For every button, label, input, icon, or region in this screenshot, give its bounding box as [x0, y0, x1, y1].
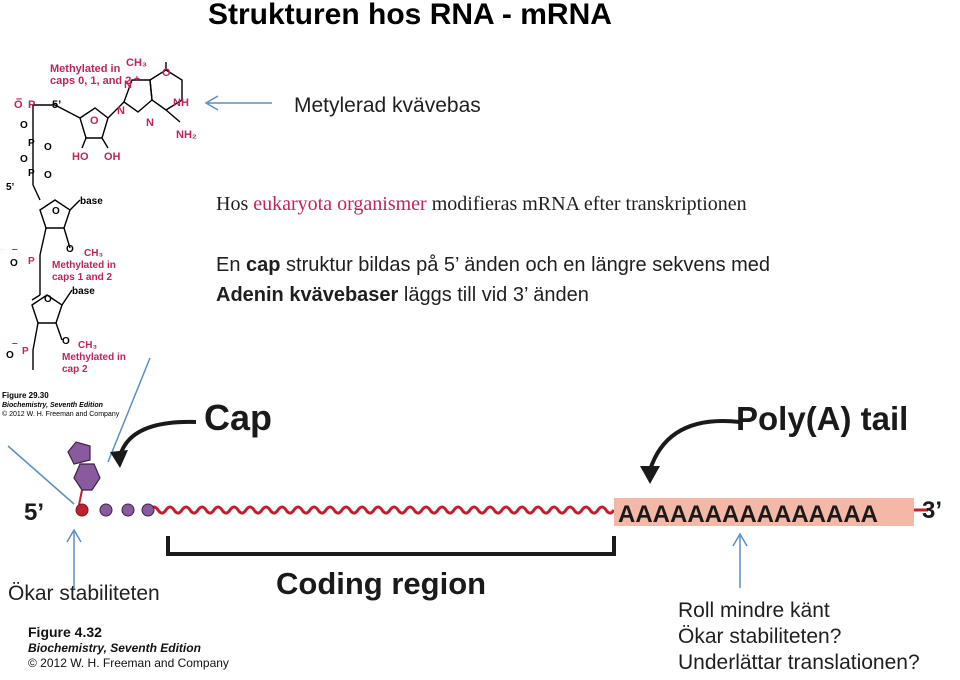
cap-phosphate-4	[141, 503, 155, 517]
intro-post: modifieras mRNA efter transkriptionen	[426, 193, 747, 215]
svg-text:O: O	[6, 350, 14, 361]
cap-phosphate-1	[75, 503, 89, 517]
page-title: Strukturen hos RNA - mRNA	[208, 0, 612, 31]
cap-line-b: struktur bildas på 5’ änden och en längr…	[280, 254, 771, 276]
svg-text:P: P	[28, 99, 35, 111]
n-plus: N	[124, 79, 132, 91]
svg-text:O: O	[20, 154, 28, 165]
svg-text:–: –	[12, 338, 18, 349]
five-prime-b: 5’	[6, 182, 15, 193]
methylated-label-012a: Methylated in	[50, 63, 121, 75]
methylated-label-2b: cap 2	[62, 364, 88, 375]
methylated-label-12b: caps 1 and 2	[52, 272, 112, 283]
o-sugar: O	[90, 115, 99, 127]
oh-label: OH	[104, 151, 121, 163]
mrna-strand	[148, 505, 928, 515]
nh2: NH₂	[176, 129, 197, 141]
svg-text:O: O	[14, 99, 23, 111]
o-top: O	[162, 67, 171, 79]
svg-text:P: P	[28, 168, 35, 179]
intro-line: Hos eukaryota organismer modifieras mRNA…	[216, 193, 747, 216]
svg-text:–: –	[12, 244, 18, 255]
svg-text:–: –	[16, 93, 22, 105]
methylated-label-012b: caps 0, 1, and 2	[50, 75, 131, 87]
three-prime-end: 3’	[922, 497, 942, 524]
cap-guanine-hexagon	[73, 463, 101, 491]
indicator-line-1	[7, 445, 75, 505]
adenine-line: Adenin kvävebaser läggs till vid 3’ ände…	[216, 284, 589, 307]
ch3-top: CH₃	[126, 57, 147, 69]
polya-label: Poly(A) tail	[736, 400, 908, 437]
svg-text:O: O	[44, 170, 52, 181]
nh: NH	[173, 97, 189, 109]
polya-arrow	[648, 419, 741, 471]
intro-highlight: eukaryota organismer	[253, 193, 427, 215]
svg-text:O: O	[52, 206, 60, 217]
figure-top-2: Biochemistry, Seventh Edition	[2, 402, 103, 409]
cap-word: cap	[246, 254, 281, 276]
cap-arrow	[118, 419, 197, 457]
svg-text:P: P	[22, 346, 29, 357]
role-3: Underlättar translationen?	[678, 651, 920, 674]
figure-top-1: Figure 29.30	[2, 391, 49, 400]
cap-label: Cap	[204, 397, 272, 438]
cap-guanine-pentagon	[67, 441, 91, 465]
svg-text:O: O	[44, 142, 52, 153]
polya-sequence: AAAAAAAAAAAAAAA	[618, 501, 878, 528]
ch3-mid: CH₃	[84, 248, 103, 259]
cap-phosphate-2	[99, 503, 113, 517]
cap-line: En cap struktur bildas på 5’ änden och e…	[216, 254, 770, 277]
coding-bracket	[166, 536, 616, 556]
mrna-diagram: AAAAAAAAAAAAAAA Cap Poly(A) tail 5’ 3’ C…	[7, 357, 942, 670]
role-2: Ökar stabiliteten?	[678, 625, 842, 648]
svg-text:P: P	[28, 256, 35, 267]
figure-bottom-3: © 2012 W. H. Freeman and Company	[28, 656, 229, 670]
svg-text:O: O	[62, 336, 70, 347]
figure-bottom-2: Biochemistry, Seventh Edition	[28, 641, 201, 655]
svg-text:O: O	[10, 258, 18, 269]
svg-text:O: O	[44, 294, 52, 305]
svg-text:P: P	[28, 138, 35, 149]
base-label-2: base	[72, 286, 95, 297]
methylated-base-label: Metylerad kvävebas	[294, 94, 481, 117]
arrow-to-base	[204, 95, 272, 111]
cap-phosphate-3	[121, 503, 135, 517]
role-1: Roll mindre känt	[678, 599, 830, 622]
polya-roles: Roll mindre känt Ökar stabiliteten? Unde…	[678, 598, 920, 676]
base-label-1: base	[80, 196, 103, 207]
ho-label: HO	[72, 151, 89, 163]
ch3-low: CH₃	[78, 340, 97, 351]
adenine-rest: läggs till vid 3’ änden	[398, 284, 589, 306]
methylated-label-2a: Methylated in	[62, 352, 126, 363]
svg-text:O: O	[20, 120, 28, 131]
figure-bottom-1: Figure 4.32	[28, 624, 102, 640]
indicator-line-2	[107, 357, 151, 463]
intro-pre: Hos	[216, 193, 254, 215]
five-prime-a: 5’	[52, 99, 61, 111]
adenine-bold: Adenin kvävebaser	[216, 284, 399, 306]
n-ring1: N	[117, 105, 125, 117]
polya-background	[614, 498, 914, 526]
plus-sign: +	[134, 74, 140, 85]
cap-chemical-structure: Methylated in caps 0, 1, and 2 CH₃ N + O…	[2, 57, 197, 418]
coding-region-label: Coding region	[276, 566, 486, 601]
cap-line-a: En	[216, 254, 247, 276]
five-prime-end: 5’	[24, 499, 44, 526]
figure-top-3: © 2012 W. H. Freeman and Company	[2, 410, 120, 418]
svg-text:O: O	[66, 244, 74, 255]
methylated-label-12a: Methylated in	[52, 260, 116, 271]
stability-label: Ökar stabiliteten	[8, 582, 160, 605]
n-ring2: N	[146, 117, 154, 129]
